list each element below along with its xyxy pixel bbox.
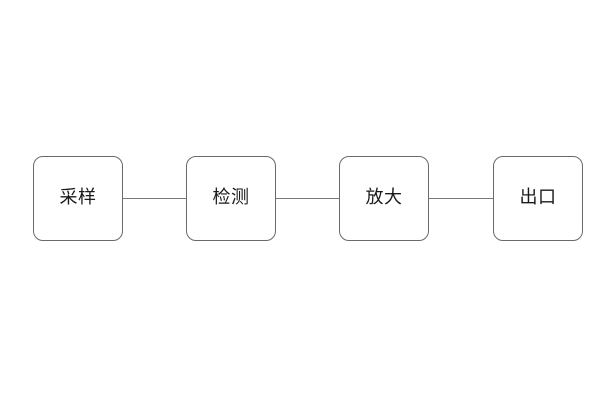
- flow-node-detection[interactable]: 检测: [186, 155, 276, 241]
- flow-chain: 采样 检测 放大 出口: [0, 155, 600, 241]
- flow-node-outlet[interactable]: 出口: [493, 155, 583, 241]
- flow-connector-3: [429, 197, 493, 199]
- flow-node-label: 出口: [519, 187, 557, 208]
- flow-node-label: 采样: [59, 187, 97, 208]
- flow-node-label: 检测: [212, 187, 250, 208]
- flow-node-amplification[interactable]: 放大: [339, 155, 429, 241]
- flow-connector-2: [276, 197, 339, 199]
- flow-connector-1: [123, 197, 186, 199]
- flow-node-sampling[interactable]: 采样: [33, 155, 123, 241]
- flow-node-label: 放大: [365, 187, 403, 208]
